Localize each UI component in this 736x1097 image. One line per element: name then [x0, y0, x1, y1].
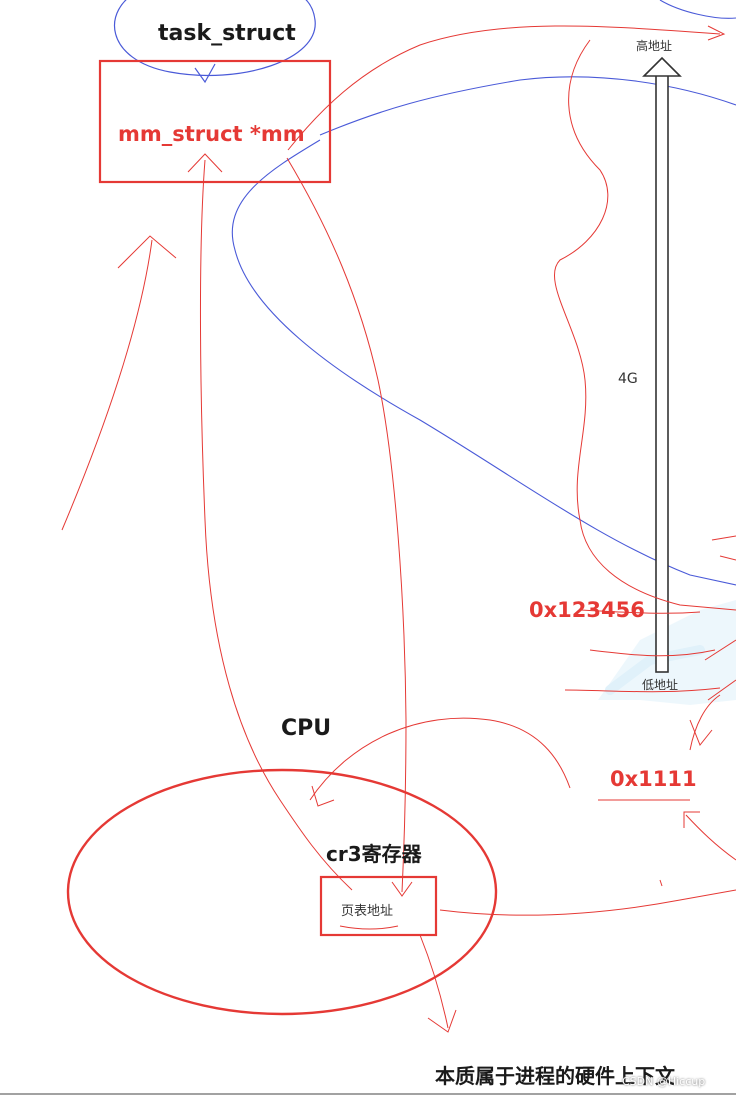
- watermark-text: CSDN @Hiccup: [622, 1075, 706, 1088]
- page-table-address-label: 页表地址: [341, 904, 394, 919]
- cpu-label: CPU: [281, 716, 332, 741]
- blue-curve-corner: [659, 0, 736, 19]
- red-wavy-memory-edge: [554, 39, 736, 611]
- red-arrowhead-1111: [683, 811, 700, 828]
- red-arrowhead-cpu: [311, 785, 335, 807]
- red-addr-arrow-3: [564, 687, 721, 693]
- task-struct-circle: [114, 0, 316, 76]
- red-addr-arrow-7: [719, 555, 736, 561]
- page-table-underline: [339, 925, 399, 930]
- red-page-table-to-right: [439, 889, 736, 916]
- red-left-upward-stroke: [61, 239, 153, 531]
- mm-struct-label: mm_struct *mm: [118, 122, 305, 146]
- red-down-arrowhead-page: [391, 881, 413, 897]
- size-4g-label: 4G: [618, 371, 638, 387]
- cpu-ellipse: [66, 768, 498, 1016]
- red-addr-arrow-2: [589, 649, 716, 657]
- red-arrow-to-1111: [685, 814, 736, 861]
- red-mark-small: [659, 879, 663, 887]
- red-down-to-page-table: [286, 157, 407, 893]
- page-table-box: [319, 875, 438, 937]
- cr3-register-label: cr3寄存器: [326, 842, 422, 866]
- red-addr-arrow-8: [704, 639, 736, 661]
- red-up-arrowhead-mm: [187, 153, 223, 173]
- red-arrowhead-top: [707, 25, 726, 41]
- high-address-label: 高地址: [636, 39, 673, 53]
- task-struct-circle-tick: [194, 63, 216, 84]
- red-curve-mm-to-top: [287, 25, 721, 151]
- red-left-arrowhead: [117, 235, 177, 269]
- red-arrowhead-down-bottom: [427, 1009, 457, 1033]
- addr-1111-label: 0x1111: [610, 767, 697, 791]
- red-up-into-mm: [199, 159, 353, 891]
- red-addr-arrow-5: [689, 719, 713, 746]
- conclusion-label: 本质属于进程的硬件上下文: [435, 1064, 675, 1088]
- up-arrow-icon: [642, 56, 682, 673]
- low-address-label: 低地址: [642, 678, 679, 692]
- addr-123456-label: 0x123456: [529, 598, 645, 622]
- red-addr-arrow-1: [579, 609, 701, 614]
- red-addr-arrow-9: [707, 679, 736, 701]
- task-struct-label: task_struct: [158, 21, 296, 46]
- blue-curve-top-right: [319, 76, 736, 136]
- blue-curve-mm-to-memory: [231, 139, 736, 586]
- red-addr-arrow-6: [711, 535, 736, 541]
- red-curve-cpu-to-1111: [309, 717, 571, 801]
- mm-struct-box: [98, 59, 332, 184]
- red-addr-arrow-4: [689, 694, 721, 751]
- red-page-table-down: [419, 934, 449, 1029]
